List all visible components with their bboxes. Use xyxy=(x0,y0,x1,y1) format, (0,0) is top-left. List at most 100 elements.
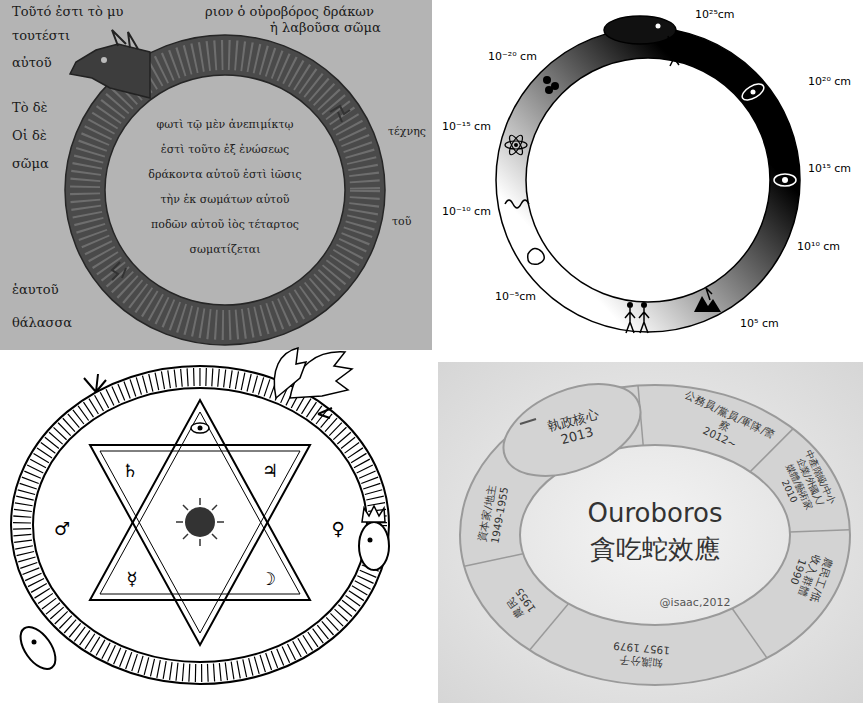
alchemical-dragon-part xyxy=(318,408,332,418)
manuscript-dragon-part xyxy=(330,106,350,122)
manuscript-text: ποδῶν αὐτοῦ ἰὸς τέταρτος xyxy=(151,218,299,231)
alchemical-dragon-part xyxy=(84,374,106,392)
manuscript-text: τὴν ἐκ σωμάτων αὐτοῦ xyxy=(161,193,290,206)
cosmic-scale-snake-part xyxy=(507,133,525,156)
alchemical-dragon-part xyxy=(191,423,209,433)
cosmic-scale-snake-part xyxy=(505,200,529,208)
cosmic-scale-snake xyxy=(496,16,800,333)
cosmic-scale-snake-part xyxy=(625,308,635,333)
body-segment: 資本家/地主1949-1955 xyxy=(476,483,511,545)
scale-label: 10⁻¹⁵ cm xyxy=(442,120,491,133)
manuscript-dragon-part xyxy=(105,75,345,305)
manuscript-dragon-part xyxy=(70,44,150,98)
manuscript-dragon-part xyxy=(65,35,385,345)
cosmic-scale-snake-part xyxy=(528,248,545,264)
manuscript-text: δράκοντα αὐτοῦ ἐστὶ ἰῶσις xyxy=(148,168,301,181)
manuscript-dragon-part xyxy=(112,262,126,280)
alchemical-dragon-part-part xyxy=(212,534,217,539)
body-segment: 中產階級/中小企業/外國人/媒體/藝術家2010 xyxy=(772,448,838,520)
cosmic-scale-snake-part xyxy=(774,174,796,186)
cosmic-scale-snake-part xyxy=(505,141,527,149)
scale-label: 10¹⁰ cm xyxy=(797,240,840,253)
segmented-snake-part xyxy=(520,419,536,424)
body-segment: 公務員/黨員/軍隊/警察2012~ xyxy=(672,388,779,465)
scale-label: 10²⁵cm xyxy=(695,8,735,21)
manuscript-text: ἑαυτοῦ xyxy=(12,282,59,297)
alchemical-dragon-part xyxy=(90,445,310,645)
segmented-snake-part-part xyxy=(732,609,767,658)
manuscript-text: ἐστὶ τοῦτο ἐξ ἑνώσεως xyxy=(161,143,289,156)
alchemical-dragon-part xyxy=(100,412,300,594)
manuscript-text: Τὸ δὲ xyxy=(12,100,47,115)
manuscript-text: Τοῦτό ἐστι τὸ μυ xyxy=(12,4,123,19)
scale-label: 10⁻²⁰ cm xyxy=(488,50,537,63)
alchemical-dragon-part-part xyxy=(183,534,188,539)
alchemical-dragon-part-part xyxy=(183,505,188,510)
manuscript-text: φωτὶ τῷ μὲν ἀνεπιμίκτῳ xyxy=(156,118,293,131)
cosmic-scale-snake-part xyxy=(507,133,525,156)
cosmic-scale-snake-part xyxy=(639,308,649,333)
scale-label: 10⁻⁵cm xyxy=(495,290,536,303)
scale-label: 10⁵ cm xyxy=(740,317,779,330)
planet-symbol: ♃ xyxy=(262,460,278,481)
alchemical-dragon-part-part xyxy=(176,521,183,523)
alchemical-dragon-part-part xyxy=(199,498,201,505)
manuscript-dragon-part xyxy=(101,57,107,63)
manuscript-text: ριον ὁ οὐροβόρος δράκων xyxy=(205,4,374,19)
cosmic-scale-snake-part xyxy=(656,24,661,29)
alchemical-dragon-part xyxy=(22,377,378,673)
planet-symbol: ♀ xyxy=(331,518,344,539)
body-segment: 農民工/低收入群體1990 xyxy=(783,545,837,608)
center-title: 貪吃蛇效應 xyxy=(590,532,720,567)
manuscript-dragon-part xyxy=(85,55,365,325)
manuscript-text: τέχνης xyxy=(388,125,426,138)
segmented-snake-part xyxy=(438,362,863,703)
cosmic-scale-snake-part xyxy=(740,81,767,103)
cosmic-scale-snake-part xyxy=(543,76,551,84)
body-segment: 執政核心2013 xyxy=(546,406,604,450)
alchemical-dragon-part xyxy=(22,377,378,673)
alchemical-dragon-part xyxy=(90,400,310,600)
center-title: Ouroboros xyxy=(588,498,723,528)
segmented-snake-part-part xyxy=(790,530,850,532)
planet-symbol: ♂ xyxy=(54,518,70,539)
manuscript-dragon-part xyxy=(0,0,432,350)
cosmic-scale-snake-part xyxy=(514,143,518,147)
manuscript-dragon xyxy=(0,0,432,350)
alchemical-dragon-part-part xyxy=(212,505,217,510)
cosmic-scale-snake-part xyxy=(668,36,679,66)
alchemical-dragon-part xyxy=(185,507,215,537)
cosmic-scale-snake-part xyxy=(782,177,788,183)
manuscript-text: αὐτοῦ xyxy=(12,55,52,70)
alchemical-dragon-part xyxy=(100,451,300,633)
scale-label: 10²⁰ cm xyxy=(808,75,851,88)
body-segment: 知識分子1957 1979 xyxy=(612,640,671,670)
alchemical-dragon-part xyxy=(176,498,224,546)
alchemical-dragon-part xyxy=(362,506,385,522)
alchemical-dragon-part xyxy=(198,426,203,431)
cosmic-scale-snake-part xyxy=(511,43,785,317)
alchemical-dragon-part-part xyxy=(217,521,224,523)
segmented-snake-part xyxy=(490,366,653,494)
alchemical-dragon-part xyxy=(274,348,306,398)
manuscript-text: σῶμα xyxy=(12,156,49,171)
segmented-snake xyxy=(438,362,863,703)
manuscript-text: Οἱ δὲ xyxy=(12,128,47,143)
cosmic-scale-snake-part xyxy=(604,16,676,44)
cosmic-scale-snake-part xyxy=(641,302,647,308)
alchemical-dragon-part xyxy=(22,377,378,673)
segmented-snake-part-part xyxy=(464,554,523,567)
cosmic-scale-snake-part xyxy=(751,90,756,95)
alchemical-dragon-part xyxy=(359,522,389,570)
body-segment: 農民1955 xyxy=(502,586,538,622)
cosmic-scale-snake-part xyxy=(526,58,770,302)
manuscript-dragon-part xyxy=(85,55,365,325)
planet-symbol: ☿ xyxy=(126,568,137,589)
planet-symbol: ☽ xyxy=(260,568,276,589)
alchemical-dragon-part xyxy=(32,640,37,645)
alchemical-dragon-part-part xyxy=(199,539,201,546)
alchemical-dragon xyxy=(14,348,389,675)
cosmic-scale-snake-part xyxy=(545,86,553,94)
